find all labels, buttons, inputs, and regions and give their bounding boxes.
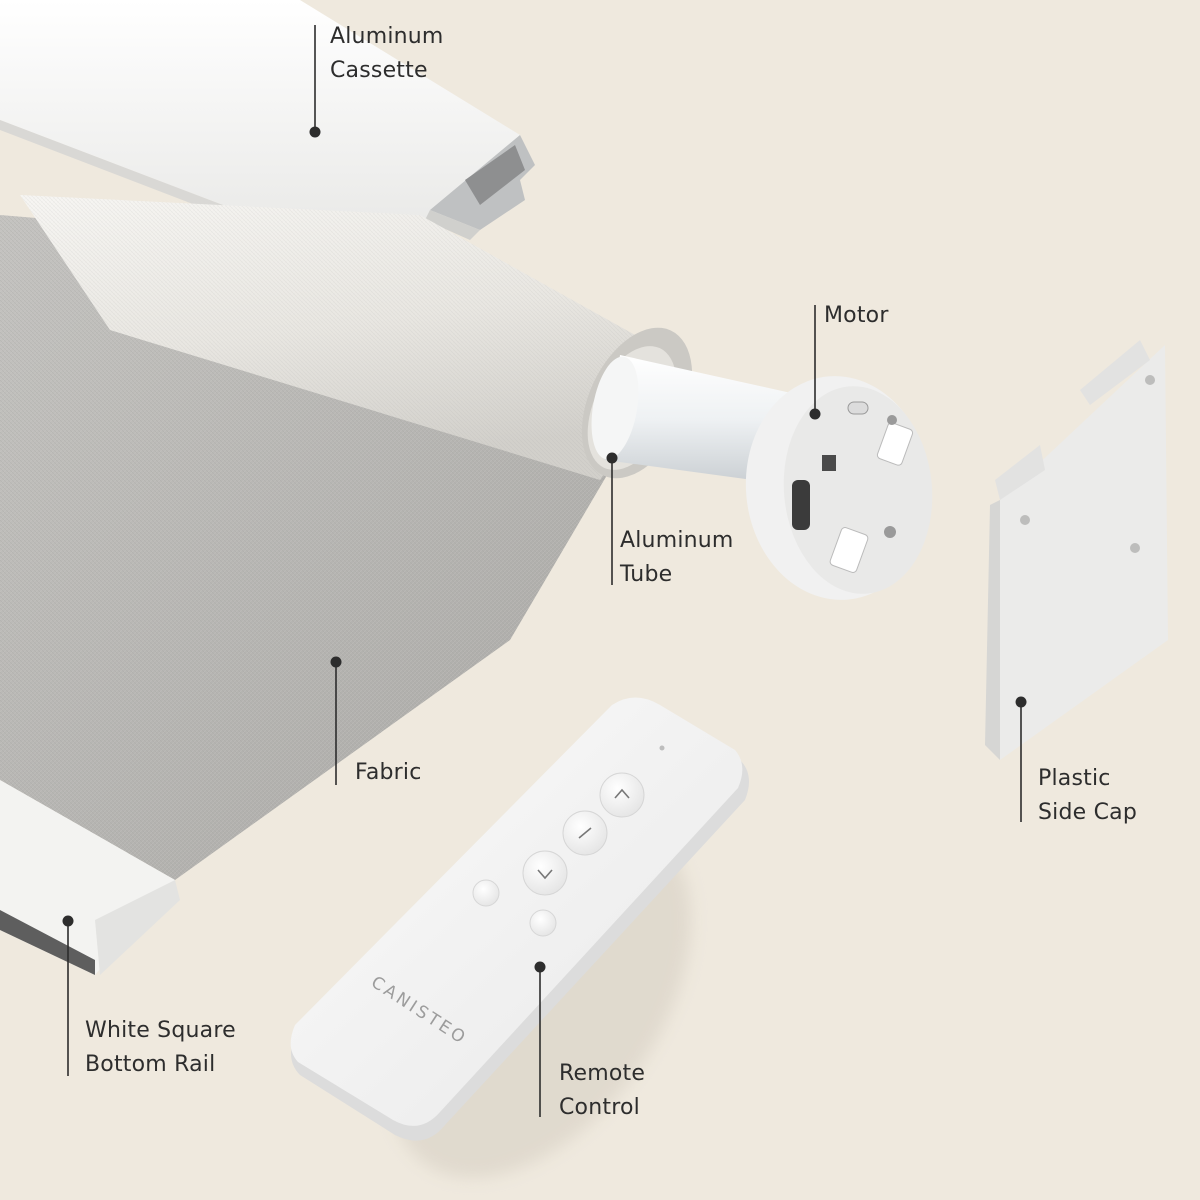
remote-label-line1: Remote — [559, 1061, 646, 1086]
cassette-label: Aluminum Cassette — [330, 20, 444, 88]
fabric-panel — [0, 215, 610, 880]
motor-label-line1: Motor — [824, 303, 889, 328]
bottom-rail-label: White Square Bottom Rail — [85, 1014, 236, 1082]
remote-label-line2: Control — [559, 1095, 640, 1120]
fabric-label-line1: Fabric — [355, 760, 422, 785]
up-button — [599, 772, 645, 818]
fabric-label: Fabric — [355, 756, 422, 790]
side-cap-label: Plastic Side Cap — [1038, 762, 1137, 830]
left-button — [472, 879, 500, 907]
switch-icon — [822, 455, 836, 471]
tube-label: Aluminum Tube — [620, 524, 734, 592]
cassette-label-line1: Aluminum — [330, 24, 444, 49]
tube-label-line1: Aluminum — [620, 528, 734, 553]
bottom-rail-label-line2: Bottom Rail — [85, 1052, 216, 1077]
fabric-callout-marker — [330, 656, 342, 785]
side-cap-callout-marker — [1015, 696, 1027, 822]
motor-callout-marker — [809, 305, 821, 420]
remote-label: Remote Control — [559, 1057, 645, 1125]
callout-markers — [62, 25, 1027, 1117]
cassette-callout-marker — [309, 25, 321, 138]
bottom-rail-callout-marker — [62, 915, 74, 1076]
remote-control: CANISTEO — [290, 697, 749, 1178]
bottom-rail — [0, 780, 180, 975]
plastic-side-cap — [985, 340, 1168, 760]
right-button — [529, 909, 557, 937]
usb-port-icon — [792, 480, 810, 530]
side-cap-label-line1: Plastic — [1038, 766, 1111, 791]
tube-callout-marker — [606, 452, 618, 585]
motor-label: Motor — [824, 299, 889, 333]
remote-callout-marker — [534, 961, 546, 1117]
tube-label-line2: Tube — [620, 562, 673, 587]
cassette-label-line2: Cassette — [330, 58, 428, 83]
side-cap-label-line2: Side Cap — [1038, 800, 1137, 825]
motor-head — [745, 376, 933, 600]
bottom-rail-label-line1: White Square — [85, 1018, 236, 1043]
button-icon — [847, 401, 869, 415]
down-button — [522, 850, 568, 896]
